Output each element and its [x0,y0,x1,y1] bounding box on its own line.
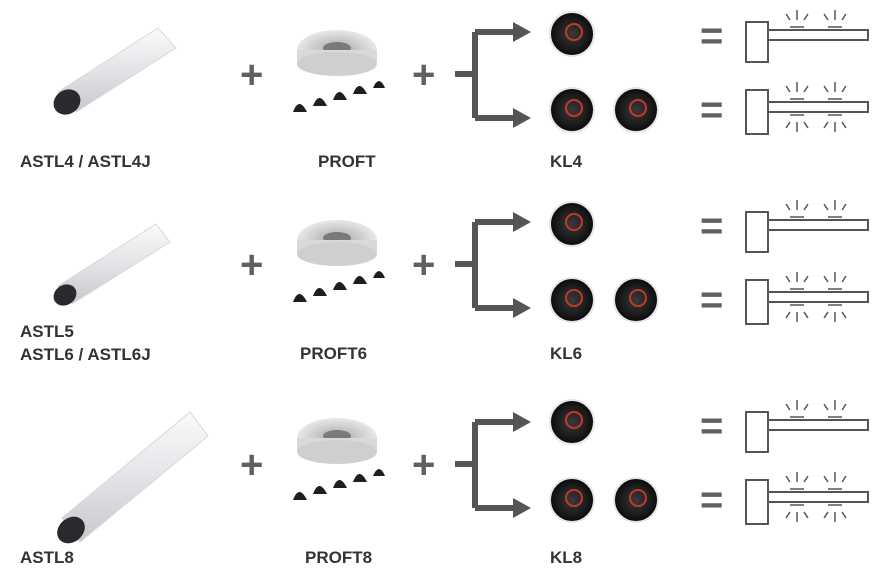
lamp-image [612,276,660,324]
plus-operator: + [412,243,436,287]
rubber-profile-image [285,210,395,315]
equals-operator: = [700,404,724,448]
tube-image [40,398,210,548]
tube-label: ASTL5 ASTL6 / ASTL6J [20,322,151,364]
equals-operator: = [700,478,724,522]
plus-operator: + [412,53,436,97]
lights-label: KL4 [550,152,583,171]
equals-operator: = [700,204,724,248]
barrier-single-lights-icon [742,396,872,456]
lamp-image [548,10,596,58]
lamp-image [548,398,596,446]
tube-image [40,210,180,310]
barrier-double-lights-icon [742,78,872,138]
rubber-profile-image [285,408,395,513]
branch-arrows [455,18,535,128]
rubber-profile-image [285,20,395,125]
equals-operator: = [700,278,724,322]
profile-label: PROFT6 [300,344,368,363]
lamp-image [548,200,596,248]
plus-operator: + [240,53,264,97]
kit-row-1: + + = = [0,0,881,190]
barrier-single-lights-icon [742,196,872,256]
equals-operator: = [700,14,724,58]
branch-arrows [455,208,535,318]
barrier-double-lights-icon [742,468,872,528]
lights-label: KL8 [550,548,583,567]
profile-label: PROFT8 [305,548,373,567]
lamp-image [548,476,596,524]
tube-label: ASTL8 [20,548,74,567]
profile-label: PROFT [318,152,376,171]
plus-operator: + [412,443,436,487]
lamp-image [548,86,596,134]
plus-operator: + [240,243,264,287]
kit-row-3: + + = = [0,380,881,570]
branch-arrows [455,408,535,518]
lamp-image [612,476,660,524]
kit-row-2: + + = = [0,190,881,380]
barrier-double-lights-icon [742,268,872,328]
tube-image [40,20,180,130]
tube-label: ASTL4 / ASTL4J [20,152,151,171]
lamp-image [612,86,660,134]
lights-label: KL6 [550,344,583,363]
plus-operator: + [240,443,264,487]
equals-operator: = [700,88,724,132]
barrier-single-lights-icon [742,6,872,66]
lamp-image [548,276,596,324]
